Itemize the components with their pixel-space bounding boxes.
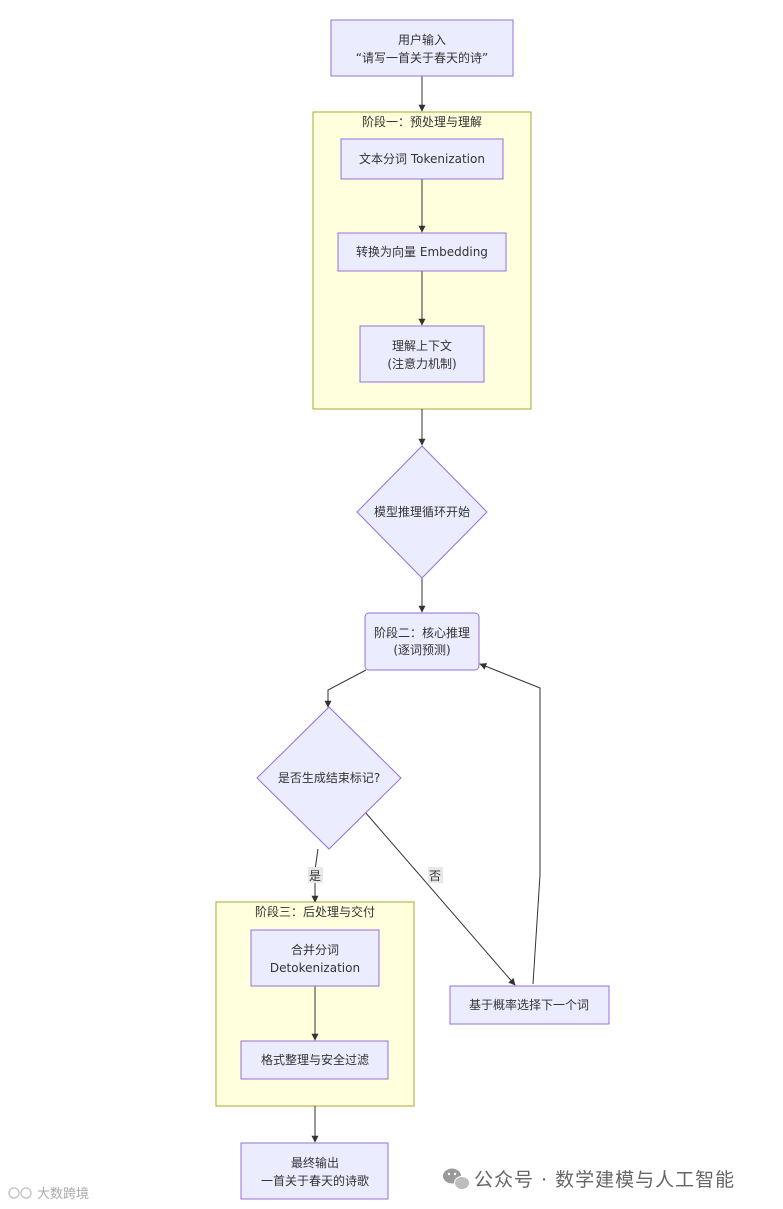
watermark-wechat-text: 公众号 · 数学建模与人工智能: [474, 1169, 735, 1191]
node-user-input-line2: “请写一首关于春天的诗”: [356, 50, 488, 65]
node-format-filter-label: 格式整理与安全过滤: [261, 1052, 369, 1067]
node-embedding-label: 转换为向量 Embedding: [356, 244, 488, 259]
corner-logo-icon: [8, 1187, 32, 1199]
node-user-input: 用户输入 “请写一首关于春天的诗”: [330, 19, 514, 77]
node-format-filter: 格式整理与安全过滤: [240, 1040, 389, 1080]
watermark-wechat: 公众号 · 数学建模与人工智能: [443, 1168, 735, 1191]
edge-check-no: [364, 811, 516, 986]
node-detokenization-line2: Detokenization: [270, 961, 360, 975]
node-user-input-line1: 用户输入: [398, 32, 446, 47]
node-tokenization: 文本分词 Tokenization: [340, 138, 504, 180]
watermark-corner-text: 大数跨境: [37, 1187, 89, 1202]
edge-label-yes: 是: [308, 867, 323, 883]
node-sample-next-label: 基于概率选择下一个词: [469, 997, 589, 1012]
edge-label-yes-text: 是: [309, 869, 321, 883]
node-core-inference: 阶段二：核心推理 (逐词预测): [364, 612, 480, 671]
node-context-line1: 理解上下文: [392, 338, 452, 353]
node-end-check-label: 是否生成结束标记?: [278, 771, 380, 785]
node-detokenization-line1: 合并分词: [291, 942, 339, 957]
node-final-output: 最终输出 一首关于春天的诗歌: [240, 1142, 389, 1200]
cluster-stage1-title: 阶段一：预处理与理解: [362, 114, 482, 129]
node-final-output-line2: 一首关于春天的诗歌: [261, 1173, 369, 1188]
edge-label-no: 否: [428, 867, 443, 883]
node-core-inference-line1: 阶段二：核心推理: [374, 625, 470, 640]
node-detokenization: 合并分词 Detokenization: [250, 929, 380, 987]
node-context-line2: (注意力机制): [387, 356, 456, 371]
node-final-output-line1: 最终输出: [291, 1155, 339, 1170]
edge-label-no-text: 否: [429, 869, 441, 883]
watermark-corner: 大数跨境: [8, 1187, 89, 1202]
cluster-stage3-title: 阶段三：后处理与交付: [255, 904, 375, 919]
node-loop-start-label: 模型推理循环开始: [374, 505, 470, 519]
node-core-inference-line2: (逐词预测): [393, 643, 450, 657]
node-end-check: 是否生成结束标记?: [256, 706, 402, 850]
edges: [311, 76, 541, 1143]
node-loop-start: 模型推理循环开始: [356, 445, 488, 579]
node-context: 理解上下文 (注意力机制): [359, 325, 485, 383]
node-embedding: 转换为向量 Embedding: [337, 232, 507, 272]
wechat-icon: [443, 1168, 470, 1190]
edge-sample-loopback: [479, 663, 541, 985]
edge-core-to-check: [324, 669, 367, 708]
node-tokenization-label: 文本分词 Tokenization: [359, 151, 485, 166]
node-sample-next: 基于概率选择下一个词: [449, 985, 610, 1025]
